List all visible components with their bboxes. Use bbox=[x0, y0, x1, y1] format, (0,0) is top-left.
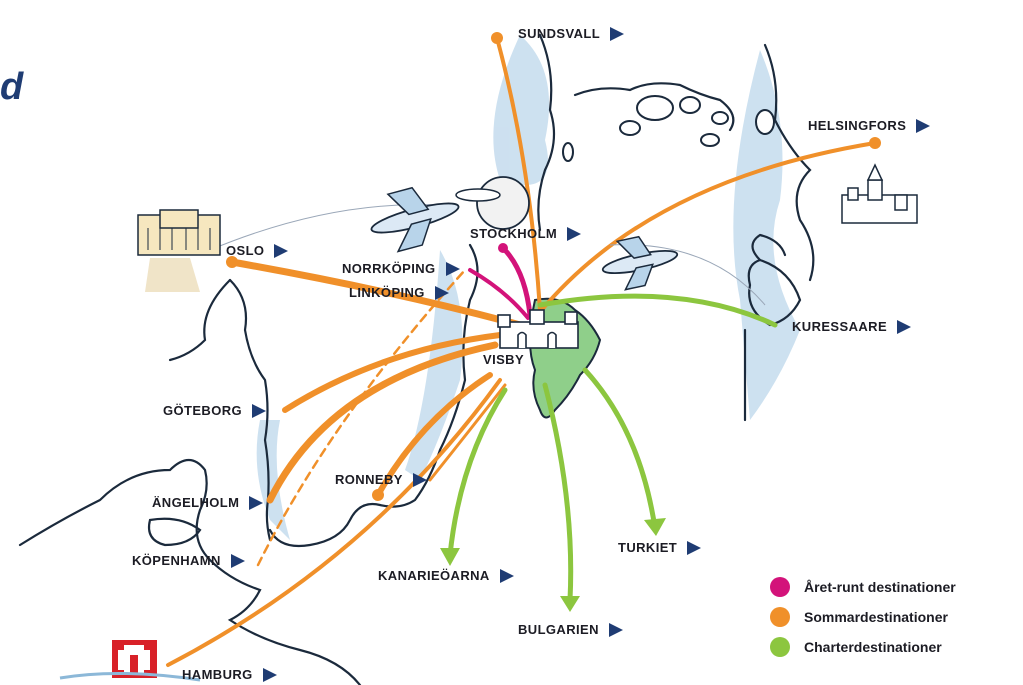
coast-finland-estonia bbox=[763, 43, 815, 282]
route-hamburg bbox=[166, 378, 502, 667]
legend-dot-year-round bbox=[770, 577, 790, 597]
arrow-icon bbox=[274, 243, 289, 258]
label-norrkoping: NORRKÖPING bbox=[342, 261, 460, 276]
label-kanarieoarna: KANARIEÖARNA bbox=[378, 568, 514, 583]
coastlines bbox=[18, 33, 815, 685]
arrow-icon bbox=[608, 622, 623, 637]
arrow-icon bbox=[445, 261, 460, 276]
legend-dot-charter bbox=[770, 637, 790, 657]
island-hiiumaa bbox=[751, 233, 787, 262]
label-goteborg: GÖTEBORG bbox=[163, 403, 267, 418]
charter-routes bbox=[447, 293, 778, 603]
label-helsingfors: HELSINGFORS bbox=[808, 118, 931, 133]
route-oslo bbox=[228, 258, 524, 329]
legend: Året-runt destinationer Sommardestinatio… bbox=[770, 572, 1020, 662]
legend-dot-summer bbox=[770, 607, 790, 627]
legend-item-charter: Charterdestinationer bbox=[770, 632, 1020, 662]
water-wave bbox=[59, 671, 201, 682]
castle-icon bbox=[497, 309, 579, 349]
archipelago bbox=[562, 95, 775, 162]
route-stockholm bbox=[500, 245, 533, 318]
year-round-routes bbox=[468, 245, 533, 320]
hamburg-crest-icon bbox=[112, 640, 157, 678]
endpoint-dots bbox=[226, 32, 881, 501]
castle-icon bbox=[841, 163, 918, 224]
arrow-icon bbox=[252, 403, 267, 418]
island-zealand bbox=[147, 517, 202, 547]
route-kopenhamn-linkoping bbox=[256, 268, 467, 567]
city-globe-icon bbox=[455, 176, 530, 230]
arrow-icon bbox=[610, 26, 625, 41]
route-norrkoping bbox=[468, 268, 530, 320]
route-kanarieoarna bbox=[447, 387, 508, 558]
label-kuressaare: KURESSAARE bbox=[792, 319, 912, 334]
label-ronneby: RONNEBY bbox=[335, 472, 427, 487]
arrow-icon bbox=[567, 226, 582, 241]
route-kuressaare bbox=[537, 293, 778, 328]
stockholm-dot bbox=[498, 243, 508, 253]
coast-sweden-north bbox=[537, 33, 556, 232]
arrow-icon bbox=[412, 472, 427, 487]
label-turkiet: TURKIET bbox=[618, 540, 702, 555]
label-oslo: OSLO bbox=[226, 243, 289, 258]
airplane-icon bbox=[601, 235, 679, 291]
arrow-icon bbox=[230, 553, 245, 568]
legend-label-charter: Charterdestinationer bbox=[804, 639, 942, 655]
airplane-icon bbox=[370, 186, 460, 253]
label-linkoping: LINKÖPING bbox=[349, 285, 449, 300]
legend-item-year-round: Året-runt destinationer bbox=[770, 572, 1020, 602]
coast-sweden-south bbox=[268, 243, 479, 548]
arrow-icon bbox=[499, 568, 514, 583]
route-helsingfors bbox=[538, 141, 877, 314]
summer-routes bbox=[166, 36, 877, 667]
label-stockholm: STOCKHOLM bbox=[470, 226, 582, 241]
arrow-icon bbox=[897, 319, 912, 334]
route-angelholm bbox=[266, 341, 499, 504]
label-visby: VISBY bbox=[483, 352, 525, 367]
arrow-icon bbox=[249, 495, 264, 510]
route-bulgarien bbox=[542, 382, 574, 603]
label-hamburg: HAMBURG bbox=[182, 667, 277, 682]
route-ronneby bbox=[375, 372, 493, 498]
legend-item-summer: Sommardestinationer bbox=[770, 602, 1020, 632]
label-kopenhamn: KÖPENHAMN bbox=[132, 553, 245, 568]
route-goteborg bbox=[282, 332, 503, 413]
coast-aland bbox=[573, 82, 735, 132]
water-shading bbox=[256, 35, 800, 540]
arrow-icon bbox=[434, 285, 449, 300]
label-sundsvall: SUNDSVALL bbox=[518, 26, 625, 41]
label-bulgarien: BULGARIEN bbox=[518, 622, 623, 637]
label-angelholm: ÄNGELHOLM bbox=[152, 495, 264, 510]
palace-icon bbox=[137, 209, 221, 292]
arrow-icon bbox=[916, 118, 931, 133]
title-fragment: d bbox=[0, 66, 24, 108]
charter-arrowheads bbox=[440, 518, 666, 612]
route-ronneby-alt bbox=[428, 383, 507, 482]
legend-label-year-round: Året-runt destinationer bbox=[804, 579, 956, 595]
arrow-icon bbox=[687, 540, 702, 555]
route-turkiet bbox=[582, 367, 658, 531]
legend-label-summer: Sommardestinationer bbox=[804, 609, 948, 625]
arrow-icon bbox=[262, 667, 277, 682]
coast-sweden-west bbox=[228, 278, 272, 542]
route-sundsvall bbox=[495, 36, 542, 312]
coast-norway bbox=[168, 278, 232, 362]
